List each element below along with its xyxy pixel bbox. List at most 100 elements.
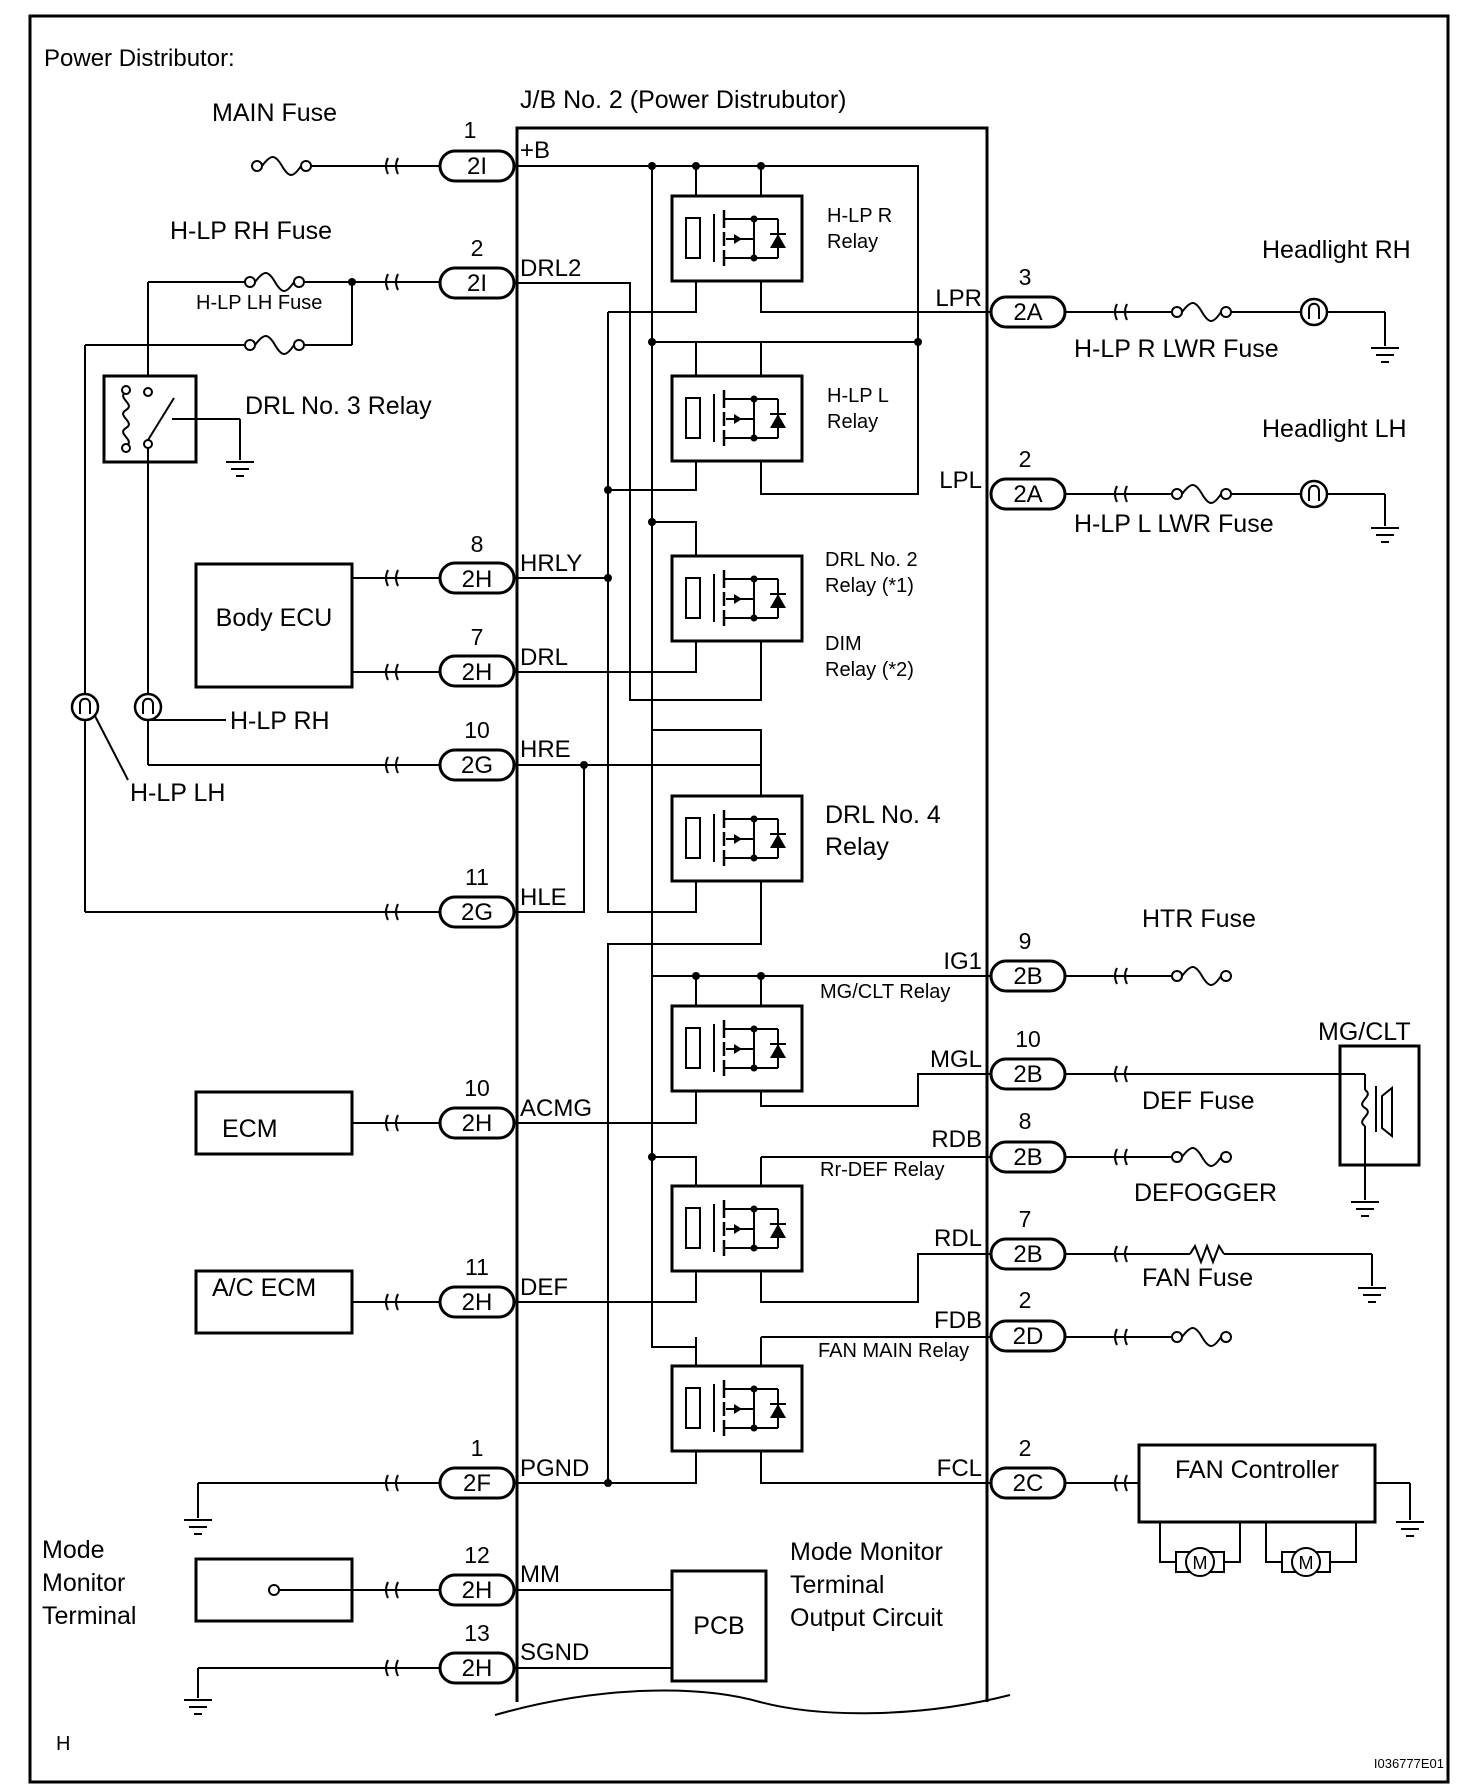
relay-label: Rr-DEF Relay bbox=[820, 1159, 944, 1181]
connector-label: 2B bbox=[1013, 1241, 1042, 1268]
relay-label: H-LP L bbox=[827, 385, 889, 407]
relay-hlp-l: H-LP L Relay bbox=[670, 374, 889, 463]
signal-label: RDB bbox=[931, 1126, 982, 1153]
pin-number: 7 bbox=[1019, 1206, 1032, 1232]
pcb-desc: Terminal bbox=[790, 1571, 884, 1599]
signal-label: MGL bbox=[930, 1046, 982, 1073]
main-fuse-label: MAIN Fuse bbox=[212, 99, 337, 127]
jb-box-break bbox=[494, 1689, 1011, 1716]
defogger-label: DEFOGGER bbox=[1134, 1179, 1277, 1207]
signal-label: DEF bbox=[520, 1274, 568, 1301]
pin-number: 9 bbox=[1019, 928, 1032, 954]
signal-label: FCL bbox=[937, 1455, 982, 1482]
pin-number: 11 bbox=[465, 864, 489, 890]
drl3-relay-label: DRL No. 3 Relay bbox=[245, 392, 432, 420]
hlp-rh-fuse-label: H-LP RH Fuse bbox=[170, 217, 332, 245]
main-fuse-icon bbox=[251, 156, 312, 176]
pcb-desc: Output Circuit bbox=[790, 1604, 943, 1632]
signal-label: ACMG bbox=[520, 1095, 592, 1122]
mode-monitor-label: Monitor bbox=[42, 1569, 125, 1597]
pin-number: 3 bbox=[1019, 264, 1032, 290]
ground-icon bbox=[1357, 1287, 1387, 1303]
connector-label: 2D bbox=[1013, 1323, 1044, 1350]
signal-label: HRLY bbox=[520, 550, 582, 577]
connector-label: 2H bbox=[462, 1289, 493, 1316]
relay-rrdef: Rr-DEF Relay bbox=[670, 1159, 944, 1273]
relay-fanmain: FAN MAIN Relay bbox=[670, 1340, 969, 1453]
figure-id: I036777E01 bbox=[1374, 1756, 1444, 1771]
pin-number: 8 bbox=[471, 531, 484, 557]
connector-label: 2F bbox=[463, 1470, 491, 1497]
relay-hlp-r: H-LP R Relay bbox=[670, 194, 892, 283]
headlight-rh-icon bbox=[1299, 297, 1329, 327]
hlp-rh-bulb-icon bbox=[133, 692, 163, 722]
pin-number: 13 bbox=[464, 1620, 490, 1646]
right-external: Headlight RH H-LP R LWR Fuse Headlight L… bbox=[1065, 236, 1425, 1577]
ground-icon bbox=[1350, 1201, 1380, 1217]
signal-label: HRE bbox=[520, 736, 571, 763]
relay-label: Relay (*1) bbox=[825, 575, 914, 597]
signal-label: IG1 bbox=[943, 948, 982, 975]
pin-number: 12 bbox=[464, 1542, 490, 1568]
relay-drl2-dim: DRL No. 2 Relay (*1) DIM Relay (*2) bbox=[670, 549, 918, 681]
relay-label: FAN MAIN Relay bbox=[818, 1340, 969, 1362]
defogger-resistor-icon bbox=[1189, 1243, 1225, 1265]
page-letter: H bbox=[56, 1733, 70, 1755]
headlight-lh-label: Headlight LH bbox=[1262, 415, 1407, 443]
def-fuse-label: DEF Fuse bbox=[1142, 1087, 1255, 1115]
pin-number: 7 bbox=[471, 624, 484, 650]
ground-icon bbox=[225, 461, 255, 477]
pin-number: 10 bbox=[464, 1075, 490, 1101]
ac-ecm bbox=[194, 1269, 354, 1335]
relay-label: H-LP R bbox=[827, 205, 892, 227]
pin-number: 10 bbox=[464, 717, 490, 743]
ground-icon bbox=[183, 1699, 213, 1715]
pin-number: 11 bbox=[465, 1254, 489, 1280]
jb-title: J/B No. 2 (Power Distrubutor) bbox=[520, 86, 847, 114]
motor-label: M bbox=[1193, 1553, 1208, 1573]
mgclt-label: MG/CLT bbox=[1318, 1018, 1411, 1046]
fan-fuse-label: FAN Fuse bbox=[1142, 1264, 1253, 1292]
relay-label: MG/CLT Relay bbox=[820, 981, 950, 1003]
outer-frame bbox=[28, 14, 1450, 1784]
hlp-r-lwr-fuse-icon bbox=[1171, 302, 1232, 322]
pin-number: 1 bbox=[471, 1435, 484, 1461]
pin-number: 1 bbox=[464, 117, 477, 143]
signal-label: LPL bbox=[939, 467, 982, 494]
ecm-label: ECM bbox=[222, 1115, 278, 1143]
signal-label: PGND bbox=[520, 1455, 589, 1482]
ground-icon bbox=[1370, 527, 1400, 543]
signal-label: +B bbox=[520, 137, 550, 164]
fan-controller-label: FAN Controller bbox=[1175, 1456, 1339, 1484]
htr-fuse-icon bbox=[1171, 966, 1232, 986]
relay-drl4: DRL No. 4 Relay bbox=[670, 794, 941, 883]
hlp-r-lwr-fuse-label: H-LP R LWR Fuse bbox=[1074, 335, 1279, 363]
connector-label: 2G bbox=[461, 752, 493, 779]
def-fuse-icon bbox=[1171, 1147, 1232, 1167]
internal-wiring bbox=[514, 165, 991, 1669]
junction-dots bbox=[580, 162, 922, 1487]
relay-label: DIM bbox=[825, 633, 862, 655]
relay-label: Relay bbox=[827, 411, 878, 433]
htr-fuse-label: HTR Fuse bbox=[1142, 905, 1256, 933]
headlight-lh-icon bbox=[1299, 479, 1329, 509]
ground-icon bbox=[1395, 1521, 1425, 1537]
connector-label: 2I bbox=[467, 270, 487, 297]
right-connectors: LPR 3 2A LPL 2 2A IG1 9 2B MGL 10 2B RDB… bbox=[930, 264, 1067, 1500]
pin-number: 2 bbox=[471, 235, 484, 261]
signal-label: MM bbox=[520, 1561, 560, 1588]
relay-mgclt: MG/CLT Relay bbox=[670, 981, 950, 1093]
signal-label: DRL bbox=[520, 644, 568, 671]
pcb-label: PCB bbox=[693, 1612, 744, 1640]
hlp-l-lwr-fuse-icon bbox=[1171, 484, 1232, 504]
connector-label: 2I bbox=[467, 153, 487, 180]
connector-label: 2H bbox=[462, 1110, 493, 1137]
hlp-rh-fuse-icon bbox=[244, 272, 305, 292]
connector-label: 2B bbox=[1013, 1144, 1042, 1171]
mode-monitor-label: Mode bbox=[42, 1536, 105, 1564]
left-connectors: 1 2I +B 2 2I DRL2 8 2H HRLY 7 2H DRL 10 … bbox=[438, 117, 592, 1685]
hlp-l-lwr-fuse-label: H-LP L LWR Fuse bbox=[1074, 510, 1274, 538]
relay-label: Relay (*2) bbox=[825, 659, 914, 681]
connector-label: 2A bbox=[1013, 481, 1042, 508]
